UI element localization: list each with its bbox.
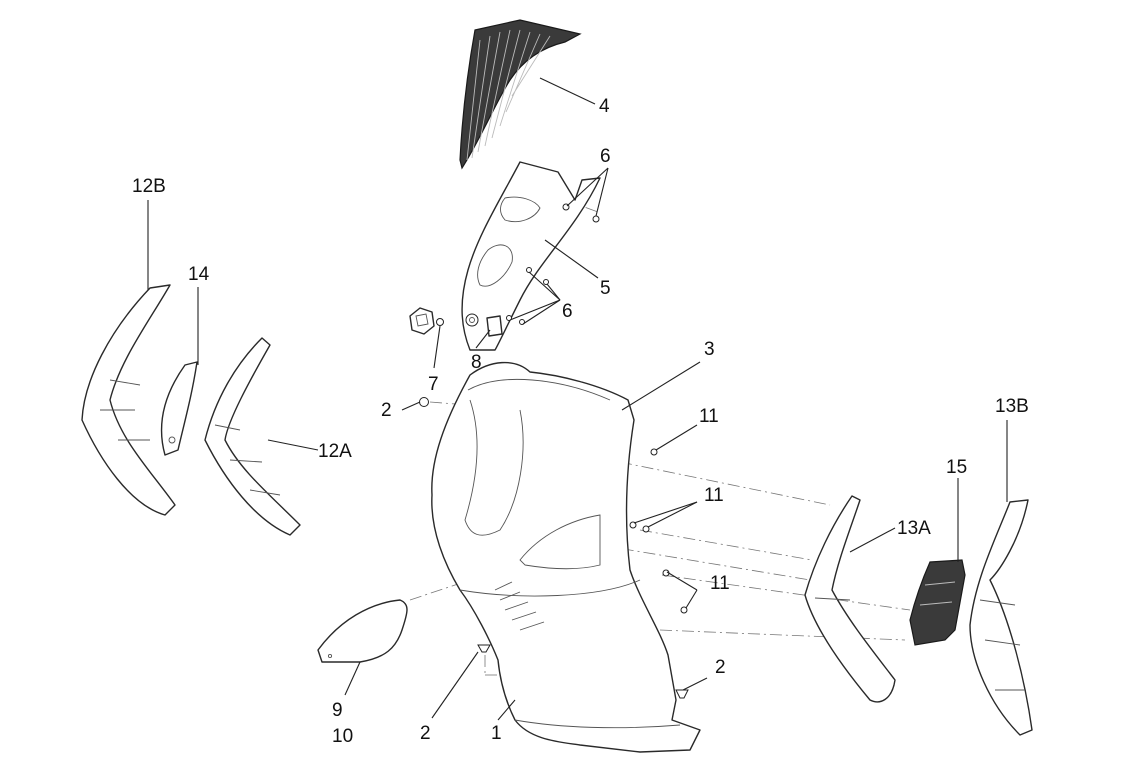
callout-15: 15 xyxy=(946,457,967,478)
callout-6-bottom: 6 xyxy=(562,301,573,322)
callout-2-bottom-right: 2 xyxy=(715,657,726,678)
part-12b-left-trim xyxy=(81,284,176,516)
part-1-front-shield xyxy=(431,361,701,753)
part-15-light-bracket xyxy=(909,559,966,646)
callout-13b: 13B xyxy=(995,396,1029,417)
callout-2-bottom-left: 2 xyxy=(420,723,431,744)
callout-14: 14 xyxy=(188,264,210,285)
leader-lines xyxy=(147,77,1008,721)
callout-8: 8 xyxy=(471,352,482,373)
callout-12a: 12A xyxy=(318,441,352,462)
part-5-inner-frame xyxy=(461,161,601,351)
callout-11-middle: 11 xyxy=(704,485,724,506)
callout-7: 7 xyxy=(428,374,439,395)
screws xyxy=(419,203,689,699)
part-13a-right-panel xyxy=(804,495,896,703)
callout-2-left: 2 xyxy=(381,400,392,421)
callout-9: 9 xyxy=(332,700,343,721)
callout-13a: 13A xyxy=(897,518,931,539)
callout-10: 10 xyxy=(332,726,353,747)
callout-labels: 4 6 5 6 8 7 3 2 11 11 11 12B 14 12A 15 1… xyxy=(132,96,1029,747)
part-14-bracket xyxy=(160,361,198,456)
part-9-10-cover xyxy=(317,599,408,663)
part-7-emblem xyxy=(409,307,435,335)
part-13b-right-trim xyxy=(969,499,1033,736)
callout-11-top: 11 xyxy=(699,406,719,427)
part-12a-left-panel xyxy=(204,337,301,536)
callout-1: 1 xyxy=(491,723,502,744)
callout-11-bottom: 11 xyxy=(710,573,730,594)
part-4-ribbed-strip xyxy=(459,19,582,170)
callout-3: 3 xyxy=(704,339,715,360)
callout-6-top: 6 xyxy=(600,146,611,167)
callout-4: 4 xyxy=(599,96,610,117)
part-8-clip xyxy=(486,315,503,337)
callout-5: 5 xyxy=(600,278,611,299)
callout-12b: 12B xyxy=(132,176,166,197)
